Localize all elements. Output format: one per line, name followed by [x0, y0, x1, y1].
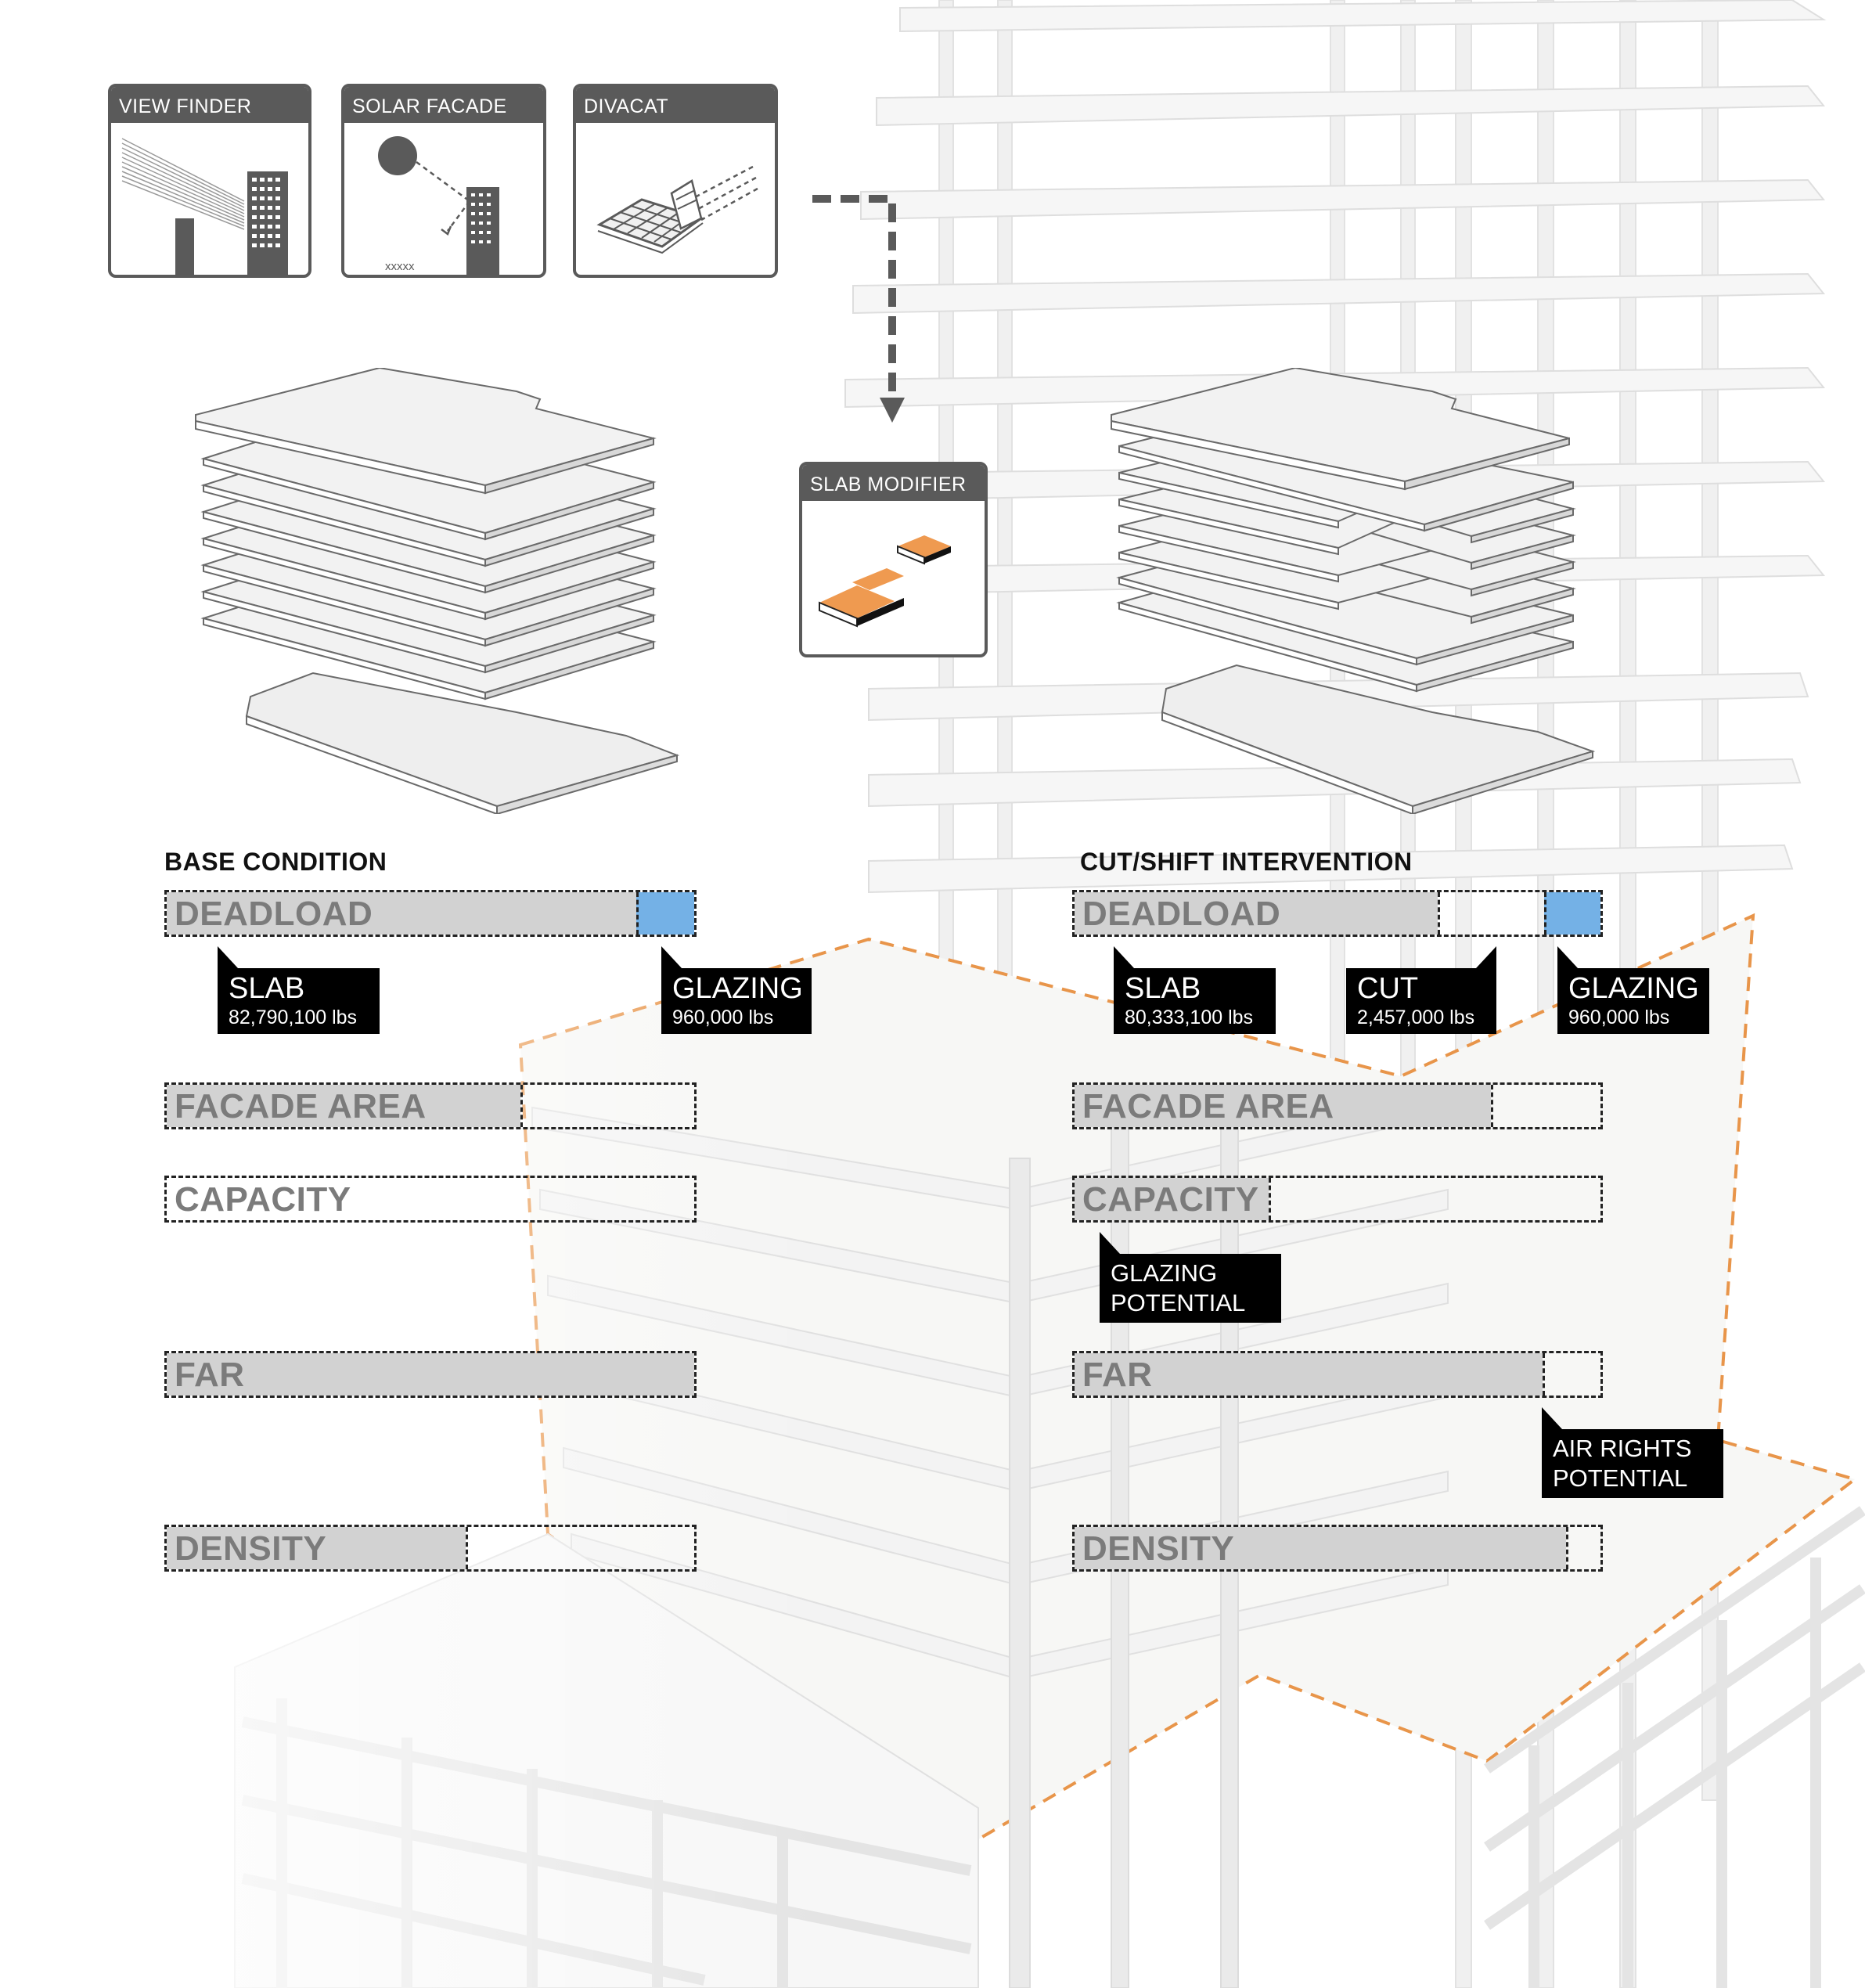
tool-solar-facade-label: SOLAR FACADE: [344, 87, 543, 123]
intervention-slab-label: SLAB: [1125, 971, 1268, 1006]
base-slab-label: SLAB: [229, 971, 372, 1006]
air-rights-potential-tag: AIR RIGHTS POTENTIAL: [1542, 1429, 1723, 1498]
dashed-arrow: [806, 188, 916, 430]
intervention-density-bar: DENSITY: [1072, 1525, 1603, 1572]
base-facade-area-bar: FACADE AREA: [164, 1082, 697, 1129]
base-deadload-label: DEADLOAD: [175, 892, 373, 936]
cut-shift-slab-stack: [1104, 368, 1604, 814]
base-capacity-label: CAPACITY: [175, 1178, 351, 1222]
base-slab-tag: SLAB 82,790,100 lbs: [218, 968, 380, 1034]
pointer: [218, 946, 238, 968]
pointer: [1100, 1232, 1120, 1254]
glazing-potential-line2: POTENTIAL: [1111, 1288, 1273, 1318]
base-density-label: DENSITY: [175, 1527, 326, 1571]
base-glazing-value: 960,000 lbs: [672, 1006, 804, 1029]
intervention-deadload-bar: DEADLOAD: [1072, 890, 1603, 937]
air-rights-line2: POTENTIAL: [1553, 1464, 1716, 1493]
pointer: [1557, 946, 1578, 968]
intervention-capacity-label: CAPACITY: [1082, 1178, 1259, 1222]
glazing-potential-line1: GLAZING: [1111, 1259, 1273, 1288]
intervention-glazing-value: 960,000 lbs: [1568, 1006, 1701, 1029]
base-density-bar: DENSITY: [164, 1525, 697, 1572]
intervention-glazing-tag: GLAZING 960,000 lbs: [1557, 968, 1709, 1034]
intervention-glazing-label: GLAZING: [1568, 971, 1701, 1006]
intervention-capacity-bar: CAPACITY: [1072, 1176, 1603, 1223]
divacat-icon: [576, 123, 775, 275]
intervention-cut-tag: CUT 2,457,000 lbs: [1346, 968, 1496, 1034]
base-capacity-bar: CAPACITY: [164, 1176, 697, 1223]
view-finder-icon: [111, 123, 308, 275]
pointer: [1114, 946, 1134, 968]
tool-slab-modifier: SLAB MODIFIER: [799, 462, 988, 657]
tool-solar-facade: SOLAR FACADE xxxxx: [341, 84, 546, 278]
intervention-far-bar: FAR: [1072, 1351, 1603, 1398]
base-deadload-bar: DEADLOAD: [164, 890, 697, 937]
tool-divacat-label: DIVACAT: [576, 87, 775, 123]
intervention-deadload-label: DEADLOAD: [1082, 892, 1280, 936]
intervention-slab-value: 80,333,100 lbs: [1125, 1006, 1268, 1029]
base-glazing-label: GLAZING: [672, 971, 804, 1006]
base-far-label: FAR: [175, 1353, 245, 1397]
glazing-potential-tag: GLAZING POTENTIAL: [1100, 1254, 1281, 1323]
base-condition-title: BASE CONDITION: [164, 848, 387, 877]
pointer: [1542, 1407, 1562, 1429]
tool-view-finder-label: VIEW FINDER: [111, 87, 308, 123]
intervention-far-label: FAR: [1082, 1353, 1153, 1397]
intervention-cut-value: 2,457,000 lbs: [1357, 1006, 1489, 1029]
intervention-slab-tag: SLAB 80,333,100 lbs: [1114, 968, 1276, 1034]
intervention-facade-area-label: FACADE AREA: [1082, 1085, 1334, 1129]
tool-view-finder: VIEW FINDER: [108, 84, 311, 278]
base-deadload-glazing: [636, 892, 694, 935]
solar-facade-icon: xxxxx: [344, 123, 543, 275]
air-rights-line1: AIR RIGHTS: [1553, 1434, 1716, 1464]
pointer: [661, 946, 682, 968]
tool-divacat: DIVACAT: [573, 84, 778, 278]
base-facade-area-label: FACADE AREA: [175, 1085, 427, 1129]
slab-modifier-label: SLAB MODIFIER: [802, 465, 985, 501]
pointer: [1476, 946, 1496, 968]
intervention-title: CUT/SHIFT INTERVENTION: [1080, 848, 1413, 877]
intervention-facade-area-bar: FACADE AREA: [1072, 1082, 1603, 1129]
intervention-density-label: DENSITY: [1082, 1527, 1234, 1571]
base-far-bar: FAR: [164, 1351, 697, 1398]
intervention-deadload-glazing: [1544, 892, 1600, 935]
solar-facade-caption: xxxxx: [385, 260, 415, 273]
slab-modifier-icon: [802, 501, 985, 654]
base-slab-value: 82,790,100 lbs: [229, 1006, 372, 1029]
intervention-cut-label: CUT: [1357, 971, 1489, 1006]
base-slab-stack: [188, 368, 689, 814]
base-glazing-tag: GLAZING 960,000 lbs: [661, 968, 812, 1034]
